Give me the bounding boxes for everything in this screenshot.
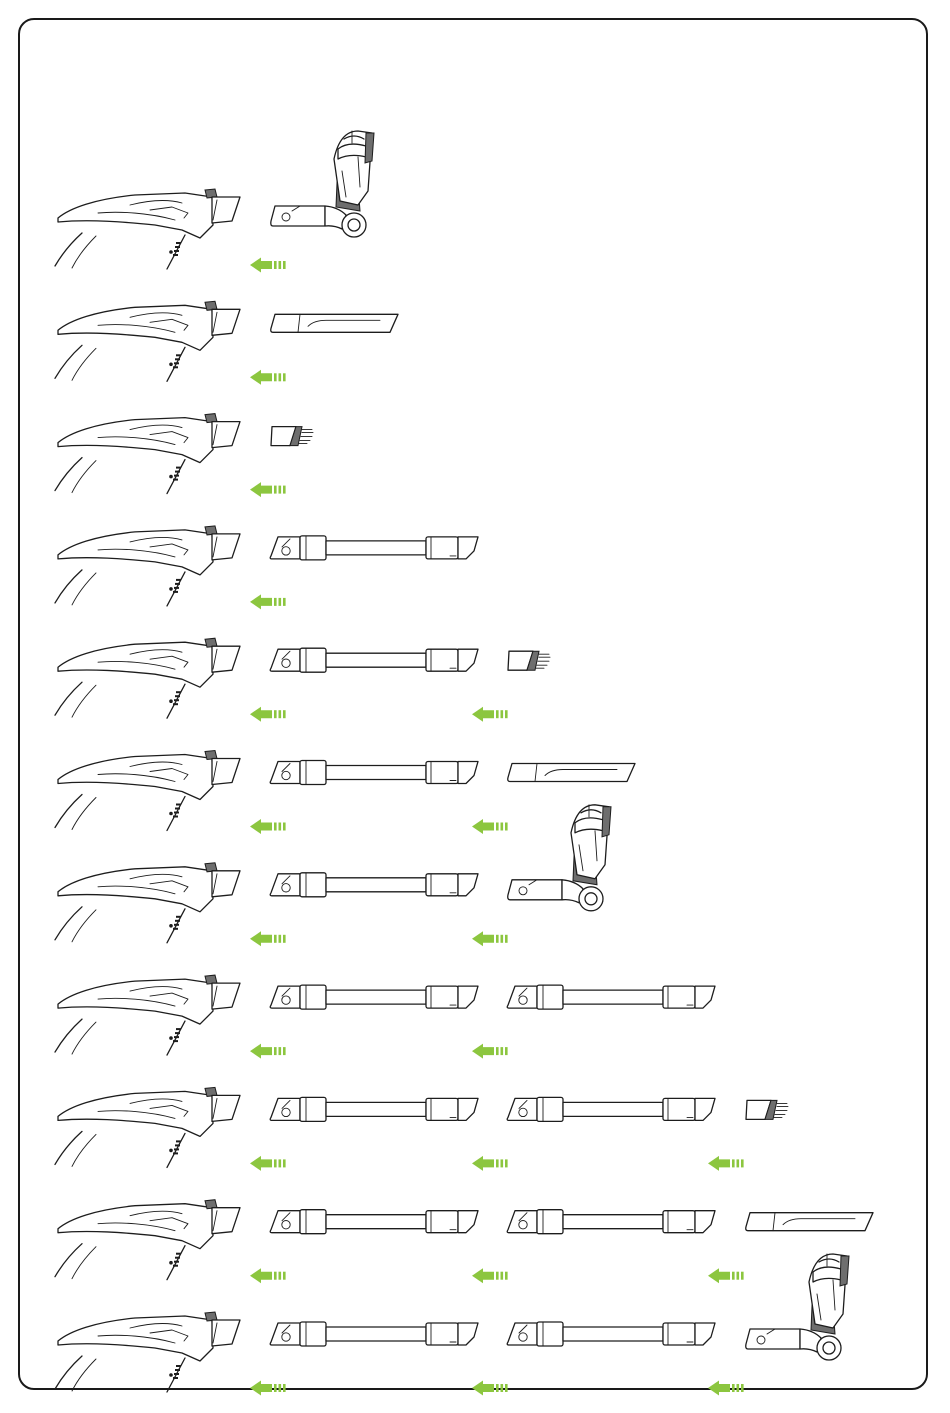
crevice-tool (746, 1213, 873, 1231)
handheld-vacuum-body (55, 189, 240, 269)
configuration-row (55, 638, 550, 722)
extension-tube (270, 873, 478, 897)
insert-arrow-left-icon (250, 1268, 286, 1283)
extension-tube (270, 1322, 478, 1346)
extension-tube (270, 1097, 478, 1121)
handheld-vacuum-body (55, 414, 240, 494)
insert-arrow-left-icon (472, 931, 508, 946)
configuration-row (55, 526, 478, 610)
extension-tube (270, 1210, 478, 1234)
extension-tube (507, 985, 715, 1009)
handheld-vacuum-body (55, 863, 240, 943)
dusting-brush (746, 1100, 788, 1119)
handheld-vacuum-body (55, 526, 240, 606)
crevice-tool (271, 314, 398, 332)
configuration-row (55, 751, 635, 835)
handheld-vacuum-body (55, 638, 240, 718)
configuration-rows (55, 131, 873, 1396)
dusting-brush (271, 427, 313, 446)
insert-arrow-left-icon (250, 1044, 286, 1059)
insert-arrow-left-icon (250, 482, 286, 497)
motorized-floor-nozzle (271, 131, 374, 237)
insert-arrow-left-icon (472, 707, 508, 722)
configuration-row (55, 131, 374, 273)
handheld-vacuum-body (55, 751, 240, 831)
handheld-vacuum-body (55, 1312, 240, 1392)
extension-tube (270, 536, 478, 560)
configuration-row (55, 301, 398, 385)
crevice-tool (508, 764, 635, 782)
extension-tube (507, 1210, 715, 1234)
handheld-vacuum-body (55, 301, 240, 381)
extension-tube (270, 761, 478, 785)
insert-arrow-left-icon (472, 1044, 508, 1059)
insert-arrow-left-icon (708, 1156, 744, 1171)
insert-arrow-left-icon (250, 258, 286, 273)
insert-arrow-left-icon (250, 707, 286, 722)
insert-arrow-left-icon (472, 1268, 508, 1283)
extension-tube (270, 648, 478, 672)
insert-arrow-left-icon (250, 931, 286, 946)
configuration-row (55, 414, 313, 498)
insert-arrow-left-icon (250, 370, 286, 385)
insert-arrow-left-icon (250, 1156, 286, 1171)
configuration-row (55, 1200, 873, 1284)
extension-tube (507, 1322, 715, 1346)
extension-tube (507, 1097, 715, 1121)
insert-arrow-left-icon (250, 819, 286, 834)
insert-arrow-left-icon (250, 1381, 286, 1396)
dusting-brush (508, 651, 550, 670)
extension-tube (270, 985, 478, 1009)
motorized-floor-nozzle (508, 805, 611, 911)
configuration-row (55, 975, 715, 1059)
insert-arrow-left-icon (708, 1381, 744, 1396)
configuration-row (55, 805, 611, 947)
insert-arrow-left-icon (472, 1381, 508, 1396)
insert-arrow-left-icon (250, 594, 286, 609)
insert-arrow-left-icon (472, 819, 508, 834)
handheld-vacuum-body (55, 1200, 240, 1280)
handheld-vacuum-body (55, 975, 240, 1055)
handheld-vacuum-body (55, 1087, 240, 1167)
insert-arrow-left-icon (708, 1268, 744, 1283)
configuration-row (55, 1087, 788, 1171)
insert-arrow-left-icon (472, 1156, 508, 1171)
motorized-floor-nozzle (746, 1254, 849, 1360)
